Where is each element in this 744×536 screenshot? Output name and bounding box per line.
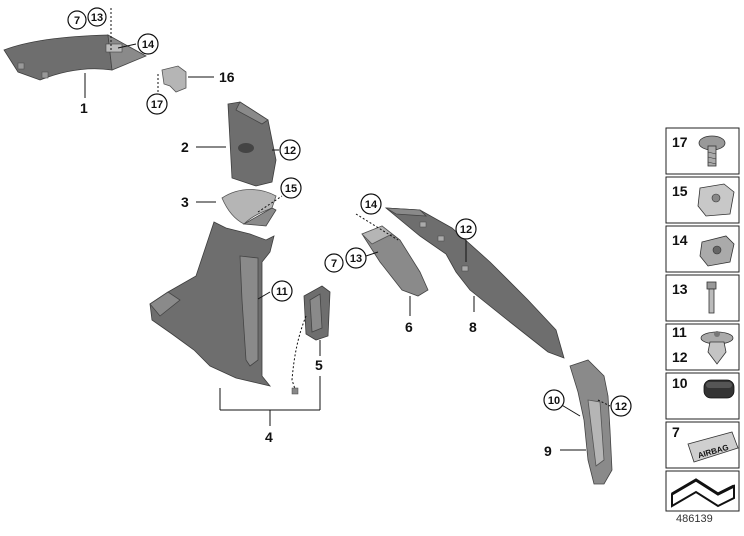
legend-11-12-push-clip: 11 12 bbox=[672, 324, 734, 365]
fastener-legend: 17 15 14 13 11 12 bbox=[665, 127, 740, 512]
part-label-9: 9 bbox=[544, 443, 552, 459]
svg-text:13: 13 bbox=[91, 12, 103, 24]
callout-13: 13 bbox=[345, 247, 367, 269]
svg-text:17: 17 bbox=[151, 99, 163, 111]
callout-17: 17 bbox=[146, 93, 168, 115]
part-label-8: 8 bbox=[469, 319, 477, 335]
legend-box-symbol bbox=[671, 478, 735, 508]
part-6-trim-cover bbox=[361, 225, 429, 297]
part-label-4: 4 bbox=[265, 429, 273, 445]
svg-text:7: 7 bbox=[672, 424, 680, 440]
svg-text:11: 11 bbox=[276, 286, 288, 298]
part-9-side-trim bbox=[569, 359, 613, 485]
legend-13-bolt: 13 bbox=[672, 281, 717, 314]
callout-12: 12 bbox=[455, 218, 477, 240]
part-label-6: 6 bbox=[405, 319, 413, 335]
legend-14-rivet-nut: 14 bbox=[672, 232, 735, 267]
part-3-trim-strip bbox=[221, 189, 277, 227]
legend-17-screw: 17 bbox=[672, 134, 726, 167]
callout-12: 12 bbox=[279, 139, 301, 161]
svg-text:14: 14 bbox=[672, 232, 688, 248]
svg-text:12: 12 bbox=[672, 349, 688, 365]
callout-11: 11 bbox=[271, 280, 293, 302]
svg-text:14: 14 bbox=[365, 199, 378, 211]
callout-14: 14 bbox=[137, 33, 159, 55]
legend-10-grommet: 10 bbox=[672, 375, 735, 399]
callout-12: 12 bbox=[610, 395, 632, 417]
callout-15: 15 bbox=[280, 177, 302, 199]
svg-text:10: 10 bbox=[548, 395, 560, 407]
part-16-clip bbox=[161, 65, 187, 93]
part-2-upper-b-pillar-trim bbox=[227, 101, 277, 187]
callout-14: 14 bbox=[360, 193, 382, 215]
callout-7: 7 bbox=[67, 10, 87, 30]
svg-text:11: 11 bbox=[672, 324, 687, 340]
callout-13: 13 bbox=[87, 7, 107, 27]
svg-text:15: 15 bbox=[672, 183, 688, 199]
svg-text:12: 12 bbox=[460, 224, 472, 236]
part-5-belt-guide bbox=[291, 285, 331, 395]
part-label-5: 5 bbox=[315, 357, 323, 373]
part-label-1: 1 bbox=[80, 100, 88, 116]
svg-text:12: 12 bbox=[615, 401, 627, 413]
svg-text:12: 12 bbox=[284, 145, 296, 157]
part-4-lower-b-pillar-trim bbox=[149, 221, 275, 387]
part-label-2: 2 bbox=[181, 139, 189, 155]
svg-text:17: 17 bbox=[672, 134, 688, 150]
svg-text:14: 14 bbox=[142, 39, 155, 51]
svg-text:13: 13 bbox=[672, 281, 688, 297]
part-1-a-pillar-trim bbox=[3, 34, 147, 81]
part-label-3: 3 bbox=[181, 194, 189, 210]
callout-10: 10 bbox=[543, 389, 565, 411]
svg-text:15: 15 bbox=[285, 183, 297, 195]
svg-text:10: 10 bbox=[672, 375, 688, 391]
svg-text:13: 13 bbox=[350, 253, 362, 265]
callout-7: 7 bbox=[324, 253, 344, 273]
diagram-id: 486139 bbox=[676, 513, 713, 525]
svg-text:7: 7 bbox=[74, 15, 80, 27]
svg-text:7: 7 bbox=[331, 258, 337, 270]
legend-15-clip-nut: 15 bbox=[672, 183, 735, 217]
part-label-16: 16 bbox=[219, 69, 235, 85]
